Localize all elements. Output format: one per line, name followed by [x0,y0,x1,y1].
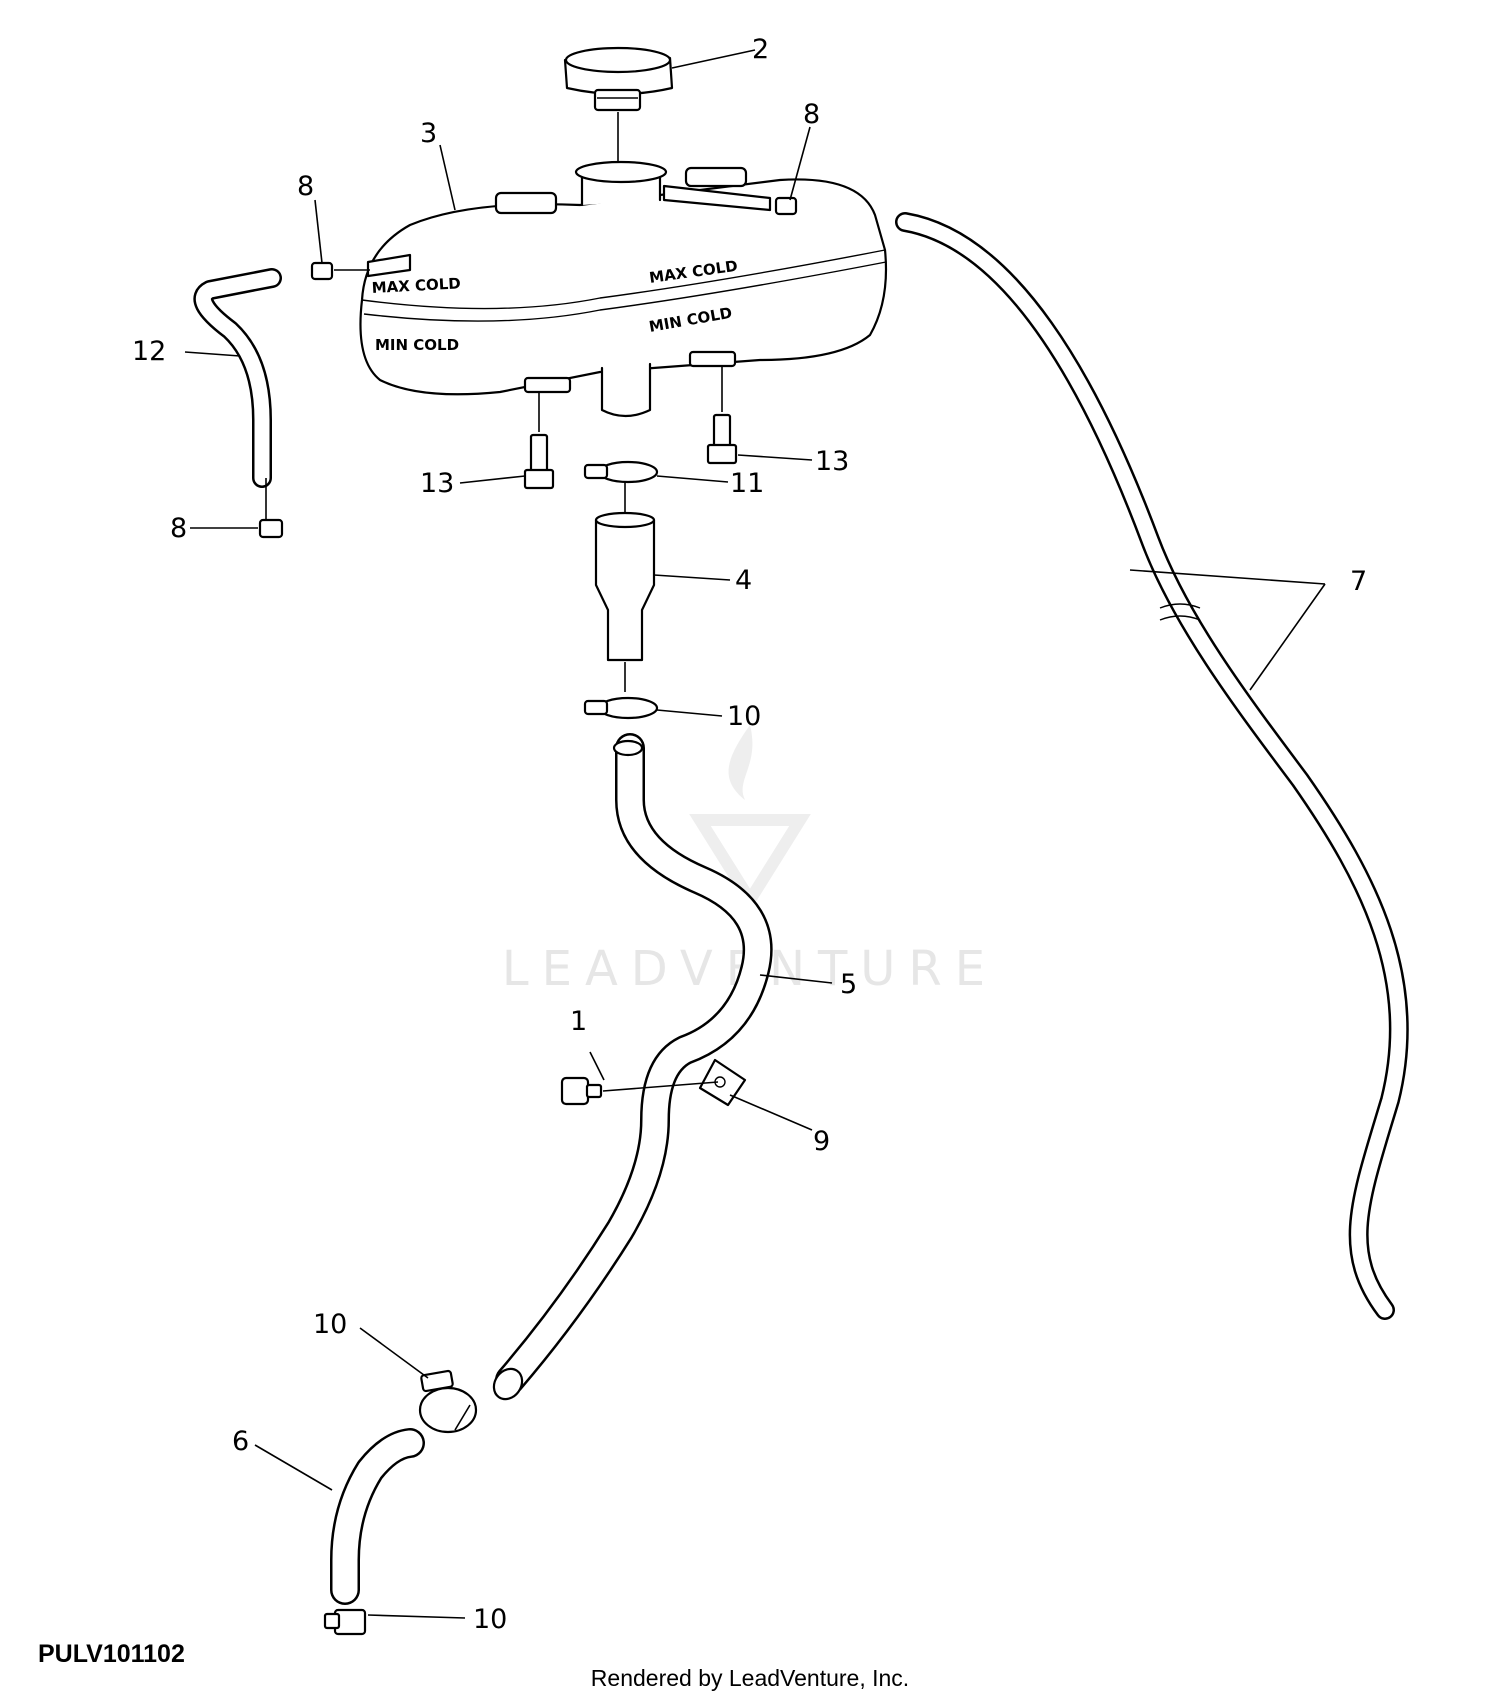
vent-hose [193,268,282,488]
callout-8-right: 8 [803,99,820,130]
radiator-cap [563,46,674,162]
clamp-10-lower [323,1608,367,1636]
callout-6: 6 [232,1426,249,1457]
callout-11: 11 [730,468,764,499]
callout-4: 4 [735,565,752,596]
callout-12: 12 [132,336,166,367]
callout-9: 9 [813,1126,830,1157]
overflow-hose [895,212,1409,1320]
clamp-11 [583,460,659,484]
clamp-10-middle [418,1369,478,1434]
figure-id: PULV101102 [38,1640,185,1668]
callout-13-left: 13 [420,468,454,499]
clamp-8-left-bottom [258,518,284,539]
callout-10-middle: 10 [313,1309,347,1340]
bolt-1 [560,1076,603,1106]
return-hose [330,1428,425,1605]
expansion-tank: MAX COLD MAX COLD MIN COLD MIN COLD [359,160,888,418]
callout-7: 7 [1350,566,1367,597]
callout-10-lower: 10 [473,1604,507,1635]
bracket-9 [698,1058,747,1107]
clamp-10-upper [583,696,659,720]
callout-8-left-top: 8 [297,171,314,202]
footer-credit: Rendered by LeadVenture, Inc. [590,1665,910,1691]
callout-8-left-bottom: 8 [170,513,187,544]
max-cold-mark-side: MAX COLD [371,274,461,297]
callout-13-right: 13 [815,446,849,477]
callout-labels: 2 3 8 8 12 8 13 13 11 4 7 10 5 1 9 10 6 … [132,34,1367,1635]
leader-lines [184,49,1326,1619]
short-hose [594,480,656,692]
bolt-13-right [706,366,738,465]
min-cold-mark-side: MIN COLD [375,336,459,354]
clamp-8-left-top [310,261,334,281]
bolt-13-left [523,392,555,490]
callout-3: 3 [420,118,437,149]
lower-hose [492,733,773,1401]
clamp-8-right [774,196,798,216]
callout-5: 5 [840,969,857,1000]
callout-1: 1 [570,1006,587,1037]
callout-2: 2 [752,34,769,65]
callout-10-upper: 10 [727,701,761,732]
